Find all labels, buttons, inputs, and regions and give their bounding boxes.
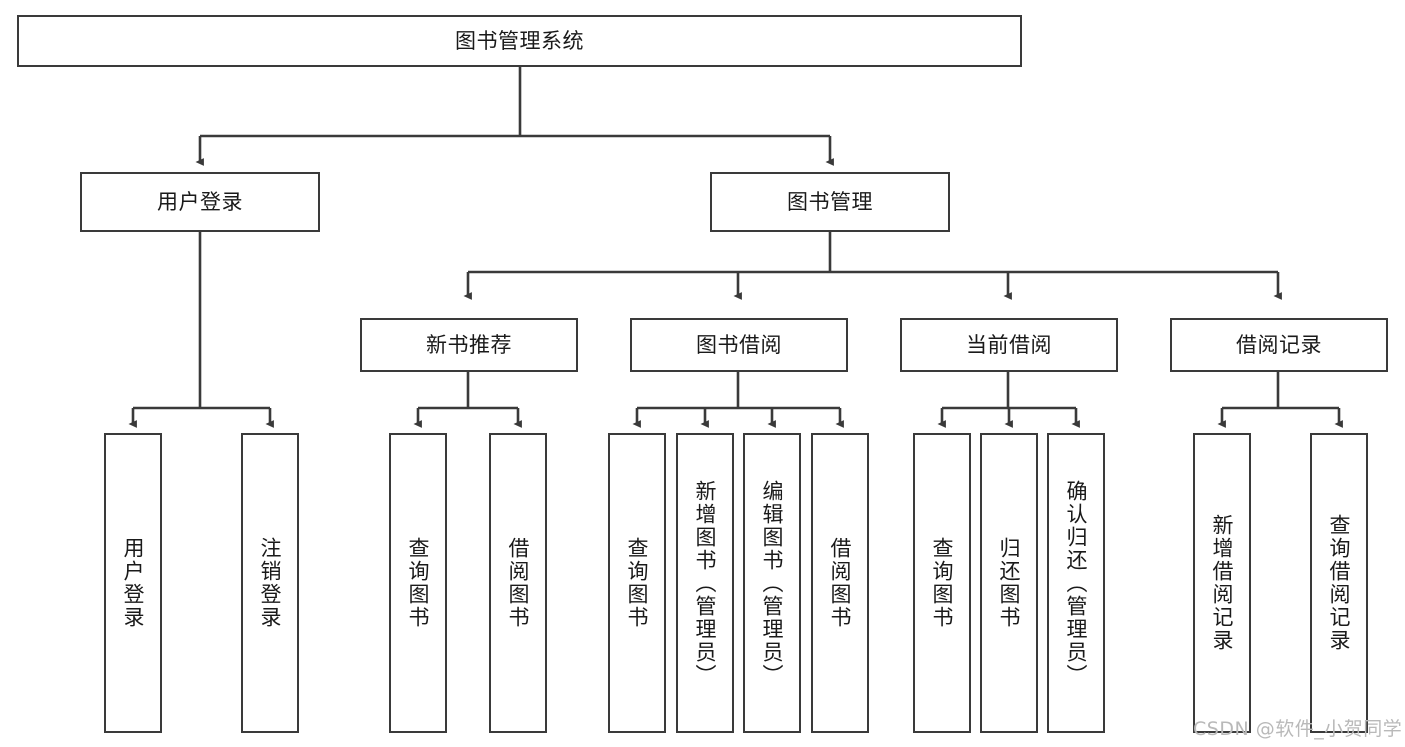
node-label: 图书管理 [787, 189, 873, 214]
node-leaf-confirm-return-admin[interactable]: 确认归还（管理员） [1047, 433, 1105, 733]
node-leaf-borrow-book-recommend[interactable]: 借阅图书 [489, 433, 547, 733]
node-leaf-edit-book-admin[interactable]: 编辑图书（管理员） [743, 433, 801, 733]
node-label: 归还图书 [997, 537, 1022, 629]
node-label: 查询借阅记录 [1327, 514, 1352, 652]
node-leaf-user-login[interactable]: 用户登录 [104, 433, 162, 733]
node-label: 图书管理系统 [455, 28, 584, 53]
node-label: 用户登录 [121, 537, 146, 629]
node-user-login[interactable]: 用户登录 [80, 172, 320, 232]
node-label: 注销登录 [258, 537, 283, 629]
node-new-book-recommend[interactable]: 新书推荐 [360, 318, 578, 372]
node-book-borrow[interactable]: 图书借阅 [630, 318, 848, 372]
node-leaf-query-borrow-record[interactable]: 查询借阅记录 [1310, 433, 1368, 733]
node-label: 新增图书（管理员） [693, 479, 718, 687]
node-borrow-record[interactable]: 借阅记录 [1170, 318, 1388, 372]
node-leaf-return-book[interactable]: 归还图书 [980, 433, 1038, 733]
node-leaf-add-borrow-record[interactable]: 新增借阅记录 [1193, 433, 1251, 733]
watermark-text: CSDN @软件_小贺同学 [1193, 718, 1403, 740]
node-current-borrow[interactable]: 当前借阅 [900, 318, 1118, 372]
node-label: 借阅图书 [828, 537, 853, 629]
node-label: 查询图书 [625, 537, 650, 629]
node-leaf-add-book-admin[interactable]: 新增图书（管理员） [676, 433, 734, 733]
node-leaf-query-book-borrow[interactable]: 查询图书 [608, 433, 666, 733]
node-leaf-logout-login[interactable]: 注销登录 [241, 433, 299, 733]
node-label: 新增借阅记录 [1210, 514, 1235, 652]
node-root-book-management-system[interactable]: 图书管理系统 [17, 15, 1022, 67]
node-label: 新书推荐 [426, 332, 512, 357]
node-label: 查询图书 [930, 537, 955, 629]
node-leaf-borrow-book[interactable]: 借阅图书 [811, 433, 869, 733]
node-book-management[interactable]: 图书管理 [710, 172, 950, 232]
node-leaf-query-book-current[interactable]: 查询图书 [913, 433, 971, 733]
node-leaf-query-book-recommend[interactable]: 查询图书 [389, 433, 447, 733]
node-label: 编辑图书（管理员） [760, 479, 785, 687]
node-label: 图书借阅 [696, 332, 782, 357]
node-label: 借阅记录 [1236, 332, 1322, 357]
node-label: 用户登录 [157, 189, 243, 214]
node-label: 当前借阅 [966, 332, 1052, 357]
node-label: 借阅图书 [506, 537, 531, 629]
node-label: 查询图书 [406, 537, 431, 629]
node-label: 确认归还（管理员） [1064, 479, 1089, 687]
